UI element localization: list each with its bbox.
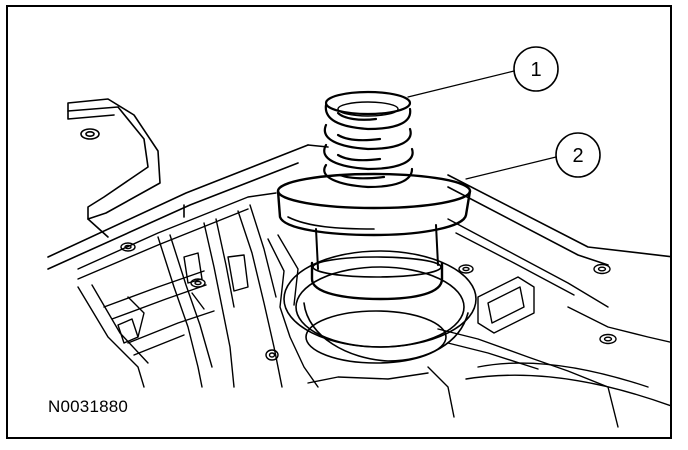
casting-ribs <box>77 192 319 388</box>
callout-1: 1 <box>513 46 559 92</box>
spring <box>323 90 414 189</box>
housing-boss <box>67 98 161 238</box>
leader-lines <box>407 70 557 180</box>
valve-body-plate <box>47 144 670 270</box>
figure-frame: 1 2 N0031880 <box>6 5 672 439</box>
figure-id: N0031880 <box>48 397 129 416</box>
callout-1-label: 1 <box>530 59 541 81</box>
callout-2: 2 <box>555 132 601 178</box>
line-drawing: 1 2 <box>47 46 670 428</box>
piston-bore <box>283 250 477 364</box>
piston <box>276 172 472 301</box>
callout-2-label: 2 <box>572 145 583 167</box>
right-casting <box>307 218 670 428</box>
bolt-holes <box>120 242 617 361</box>
